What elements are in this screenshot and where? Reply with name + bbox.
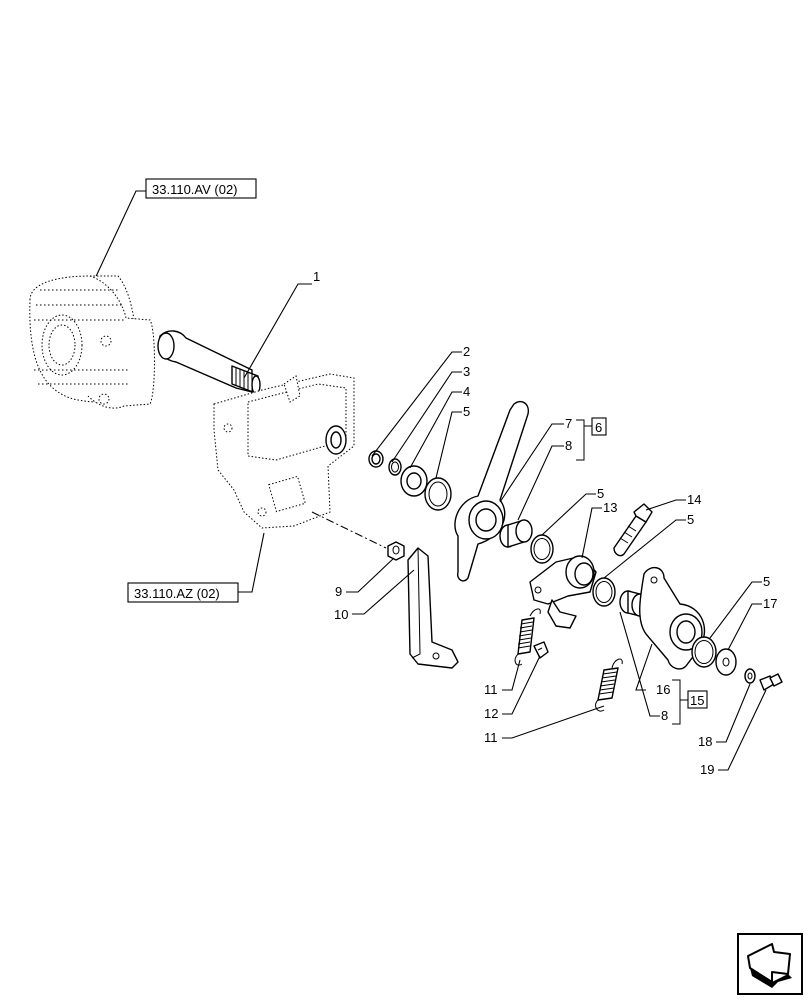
callout-6[interactable]: 6 (595, 420, 602, 435)
part-16-lever-arm (639, 567, 706, 670)
reference-box-upper[interactable]: 33.110.AV (02) (145, 178, 257, 199)
callout-numbers: 1 2 3 4 5 7 8 6 5 13 14 5 5 17 9 10 11 1… (313, 269, 777, 777)
part-9-nut (387, 541, 405, 561)
callout-leaders (243, 283, 767, 771)
callout-17[interactable]: 17 (763, 596, 777, 611)
reference-label-upper: 33.110.AV (02) (152, 182, 238, 197)
pump-assembly-dotted (29, 275, 155, 409)
callout-7[interactable]: 7 (565, 416, 572, 431)
part-5-o-ring-d (691, 636, 717, 668)
callout-8b[interactable]: 8 (661, 708, 668, 723)
callout-10[interactable]: 10 (334, 607, 348, 622)
callout-16[interactable]: 16 (656, 682, 670, 697)
part-3-o-ring (388, 458, 402, 476)
leader-ref-lower (238, 532, 265, 593)
callout-box-6 (591, 417, 607, 436)
group-bracket-6 (576, 419, 585, 461)
part-7-lever-arm (454, 400, 529, 582)
part-2-snap-ring (368, 450, 384, 468)
callout-9[interactable]: 9 (335, 584, 342, 599)
pump-mounting-housing (213, 373, 355, 529)
callout-14[interactable]: 14 (687, 492, 701, 507)
part-5-o-ring-a (424, 477, 452, 511)
assembly-axis-line (311, 511, 387, 549)
callout-5b[interactable]: 5 (597, 486, 604, 501)
part-19-bolt (759, 673, 783, 691)
callout-5d[interactable]: 5 (763, 574, 770, 589)
part-8-bushing-a (499, 519, 533, 548)
part-5-o-ring-c (592, 577, 616, 607)
part-11-spring-b (595, 658, 623, 712)
callout-5c[interactable]: 5 (687, 512, 694, 527)
leader-ref-upper (91, 190, 146, 286)
part-11-spring-a (514, 608, 541, 666)
part-4-washer (400, 465, 428, 497)
part-17-washer (715, 648, 737, 676)
part-10-bracket (407, 547, 459, 669)
callout-4[interactable]: 4 (463, 384, 470, 399)
callout-8a[interactable]: 8 (565, 438, 572, 453)
callout-5a[interactable]: 5 (463, 404, 470, 419)
callout-11a[interactable]: 11 (484, 682, 498, 697)
callout-12[interactable]: 12 (484, 706, 498, 721)
part-12-pin (533, 641, 549, 659)
part-13-hub-lever (529, 555, 597, 629)
callout-2[interactable]: 2 (463, 344, 470, 359)
part-14-stud-bolt (613, 503, 653, 557)
callout-15[interactable]: 15 (690, 693, 704, 708)
callout-19[interactable]: 19 (700, 762, 714, 777)
callout-3[interactable]: 3 (463, 364, 470, 379)
callout-box-15 (687, 690, 708, 709)
part-1-splined-shaft (157, 330, 261, 395)
reference-box-lower[interactable]: 33.110.AZ (02) (127, 582, 239, 603)
callout-18[interactable]: 18 (698, 734, 712, 749)
group-bracket-15 (672, 679, 681, 725)
callout-1[interactable]: 1 (313, 269, 320, 284)
reference-label-lower: 33.110.AZ (02) (134, 586, 220, 601)
callout-13[interactable]: 13 (603, 500, 617, 515)
part-18-lock-washer (744, 668, 756, 684)
part-5-o-ring-b (530, 534, 554, 564)
callout-11b[interactable]: 11 (484, 730, 498, 745)
next-page-arrow-icon[interactable] (737, 933, 803, 995)
